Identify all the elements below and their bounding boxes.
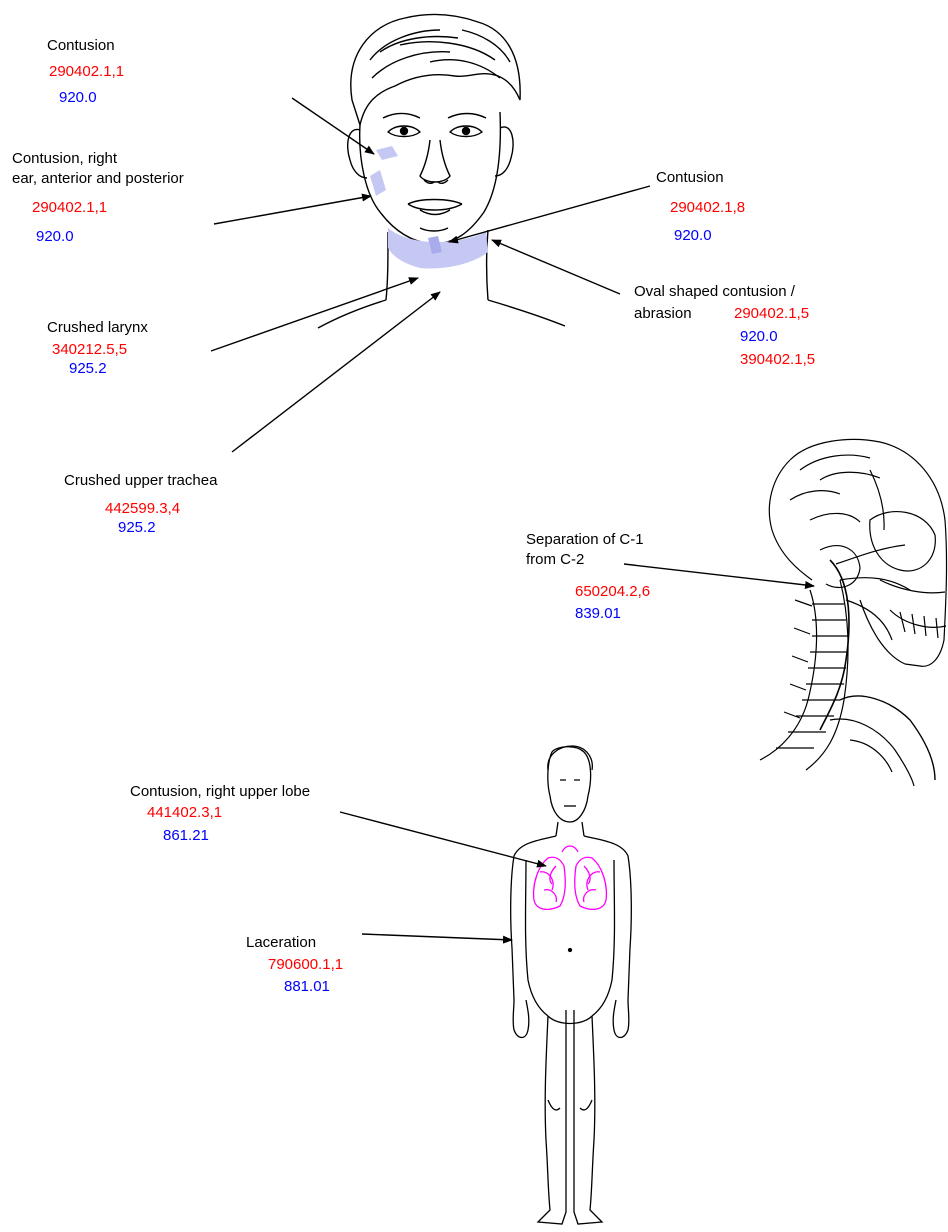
- skull-illustration: [760, 439, 947, 786]
- trachea-label: Crushed upper trachea: [64, 472, 217, 489]
- oval-contusion-code-blue: 920.0: [740, 328, 778, 345]
- laceration-code-red: 790600.1,1: [268, 956, 343, 973]
- laceration-code-blue: 881.01: [284, 978, 330, 995]
- cheek-contusion-code-blue: 920.0: [59, 89, 97, 106]
- chin-contusion-code-red: 290402.1,8: [670, 199, 745, 216]
- arrow-chin: [449, 186, 650, 242]
- spine-code-blue: 839.01: [575, 605, 621, 622]
- ear-contusion-code-red: 290402.1,1: [32, 199, 107, 216]
- oval-contusion-label-line2: abrasion: [634, 305, 692, 322]
- oval-contusion-label-line1: Oval shaped contusion /: [634, 283, 795, 300]
- lung-contusion-code-blue: 861.21: [163, 827, 209, 844]
- arrow-laceration: [362, 934, 512, 940]
- chin-contusion-code-blue: 920.0: [674, 227, 712, 244]
- chin-contusion-label: Contusion: [656, 169, 724, 186]
- spine-label-line2: from C-2: [526, 551, 584, 568]
- cheek-contusion-code-red: 290402.1,1: [49, 63, 124, 80]
- larynx-code-blue: 925.2: [69, 360, 107, 377]
- trachea-code-blue: 925.2: [118, 519, 156, 536]
- larynx-label: Crushed larynx: [47, 319, 148, 336]
- spine-code-red: 650204.2,6: [575, 583, 650, 600]
- cheek-contusion-label: Contusion: [47, 37, 115, 54]
- ear-contusion-label-line2: ear, anterior and posterior: [12, 170, 184, 187]
- lung-contusion-code-red: 441402.3,1: [147, 804, 222, 821]
- trachea-code-red: 442599.3,4: [105, 500, 180, 517]
- lungs-illustration: [534, 846, 607, 909]
- lung-contusion-label: Contusion, right upper lobe: [130, 783, 310, 800]
- ear-contusion-code-blue: 920.0: [36, 228, 74, 245]
- arrow-trachea: [232, 292, 440, 452]
- body-illustration: [511, 746, 632, 1224]
- arrow-oval: [492, 240, 620, 294]
- head-illustration: [318, 15, 565, 328]
- arrow-larynx: [211, 278, 418, 351]
- laceration-label: Laceration: [246, 934, 316, 951]
- arrow-ear: [214, 196, 371, 224]
- larynx-code-red: 340212.5,5: [52, 341, 127, 358]
- oval-contusion-code-red-1: 290402.1,5: [734, 305, 809, 322]
- spine-label-line1: Separation of C-1: [526, 531, 644, 548]
- ear-contusion-label-line1: Contusion, right: [12, 150, 117, 167]
- arrow-spine: [624, 564, 814, 586]
- arrow-lung: [340, 812, 546, 866]
- oval-contusion-code-red-2: 390402.1,5: [740, 351, 815, 368]
- pointer-arrows: [211, 98, 814, 940]
